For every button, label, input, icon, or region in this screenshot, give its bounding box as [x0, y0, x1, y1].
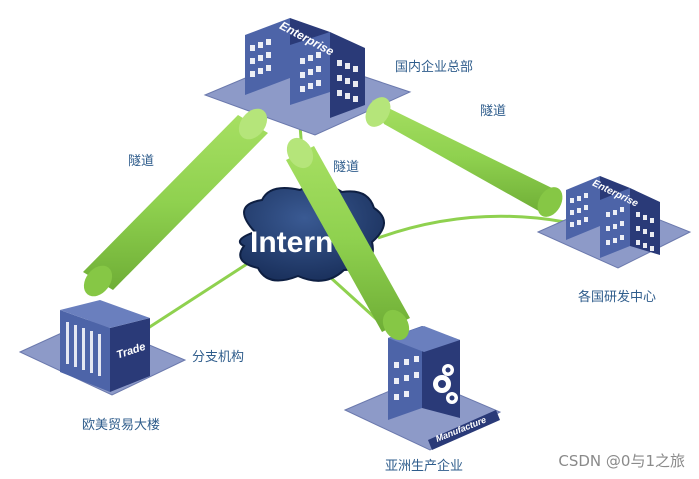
- hq-building: Enterprise: [203, 18, 412, 136]
- tunnel-middle: [286, 137, 410, 341]
- factory-building: Manufacture: [343, 326, 502, 451]
- tunnel-left-label: 隧道: [128, 154, 155, 169]
- trade-label: 欧美贸易大楼: [82, 418, 161, 433]
- link-internet-rnd: [377, 214, 566, 240]
- factory-label: 亚洲生产企业: [385, 459, 464, 474]
- watermark: CSDN @0与1之旅: [558, 452, 685, 470]
- rnd-label: 各国研发中心: [578, 290, 657, 305]
- tunnel-right: [365, 97, 563, 217]
- gear-icon: [433, 364, 458, 404]
- tunnels: [83, 97, 563, 341]
- trade-building: Trade: [18, 300, 187, 396]
- tunnel-middle-label: 隧道: [333, 160, 360, 175]
- branch-label: 分支机构: [192, 350, 245, 365]
- tunnel-right-label: 隧道: [480, 104, 507, 119]
- rnd-building: Enterprise: [536, 176, 692, 269]
- hq-label: 国内企业总部: [395, 60, 474, 75]
- link-internet-trade: [144, 260, 251, 332]
- tunnel-left: [83, 108, 268, 297]
